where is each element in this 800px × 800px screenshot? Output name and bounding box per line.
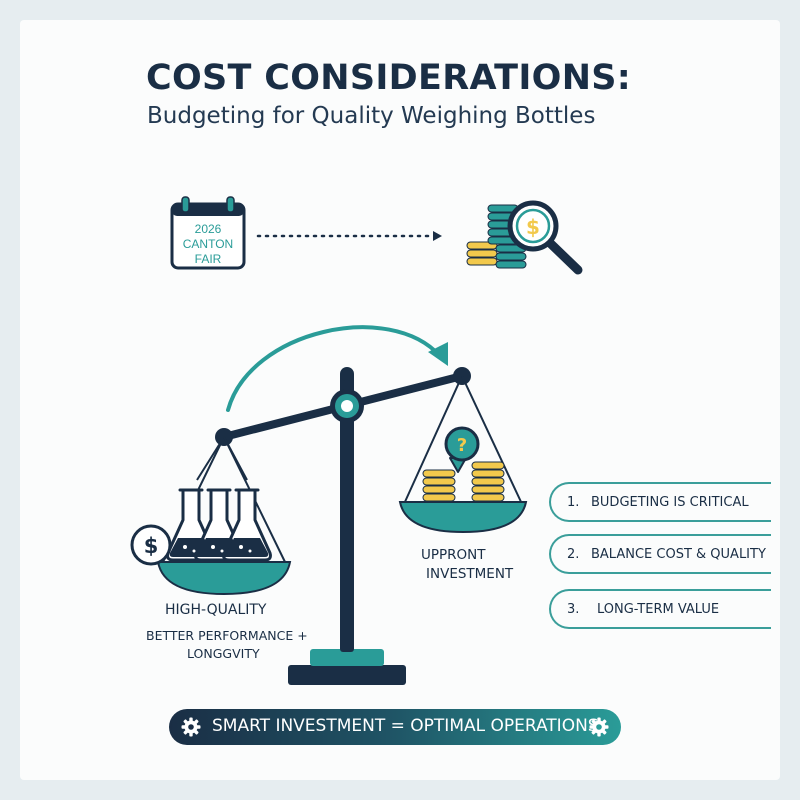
dollar-icon: $ (130, 524, 172, 566)
gear-icon (589, 717, 609, 737)
step-label: BALANCE COST & QUALITY (591, 547, 766, 562)
dollar-badge-symbol: $ (144, 534, 159, 558)
step-number: 3. (567, 602, 580, 617)
upfront-desc: INVESTMENT (426, 566, 514, 582)
dotted-arrow (256, 231, 442, 241)
banner-text: SMART INVESTMENT = OPTIMAL OPERATIONS (212, 716, 599, 736)
conclusion-banner: SMART INVESTMENT = OPTIMAL OPERATIONS (169, 709, 621, 745)
high-quality-desc-line-2: LONGGVITY (187, 646, 260, 661)
infographic-card (20, 20, 780, 780)
page-subtitle: Budgeting for Quality Weighing Bottles (147, 103, 596, 129)
question-mark: ? (457, 435, 467, 456)
calendar-year: 2026 (195, 222, 222, 236)
high-quality-desc-line-1: BETTER PERFORMANCE + (146, 628, 308, 643)
high-quality-title: HIGH-QUALITY (165, 602, 267, 618)
step-number: 1. (567, 495, 580, 510)
step-item-1: 1. BUDGETING IS CRITICAL (549, 482, 771, 522)
balance-scale-icon (156, 367, 528, 685)
magnifier-icon: $ (507, 200, 583, 275)
curved-arrow (226, 325, 448, 412)
step-number: 2. (567, 547, 580, 562)
upfront-title: UPPRONT (421, 547, 486, 563)
step-item-2: 2. BALANCE COST & QUALITY (549, 534, 771, 574)
question-bubble-icon: ? (444, 426, 480, 473)
pan-coins (422, 461, 505, 502)
calendar-icon: 2026 CANTON FAIR (170, 196, 246, 270)
page-title: COST CONSIDERATIONS: (146, 58, 632, 98)
flask-icon (166, 488, 272, 562)
magnifier-dollar-sign: $ (526, 215, 540, 239)
calendar-line-2: CANTON (183, 237, 233, 251)
step-label: LONG-TERM VALUE (597, 602, 720, 617)
calendar-line-3: FAIR (195, 252, 222, 266)
step-item-3: 3. LONG-TERM VALUE (549, 589, 771, 629)
step-label: BUDGETING IS CRITICAL (591, 495, 749, 510)
gear-icon (181, 717, 201, 737)
